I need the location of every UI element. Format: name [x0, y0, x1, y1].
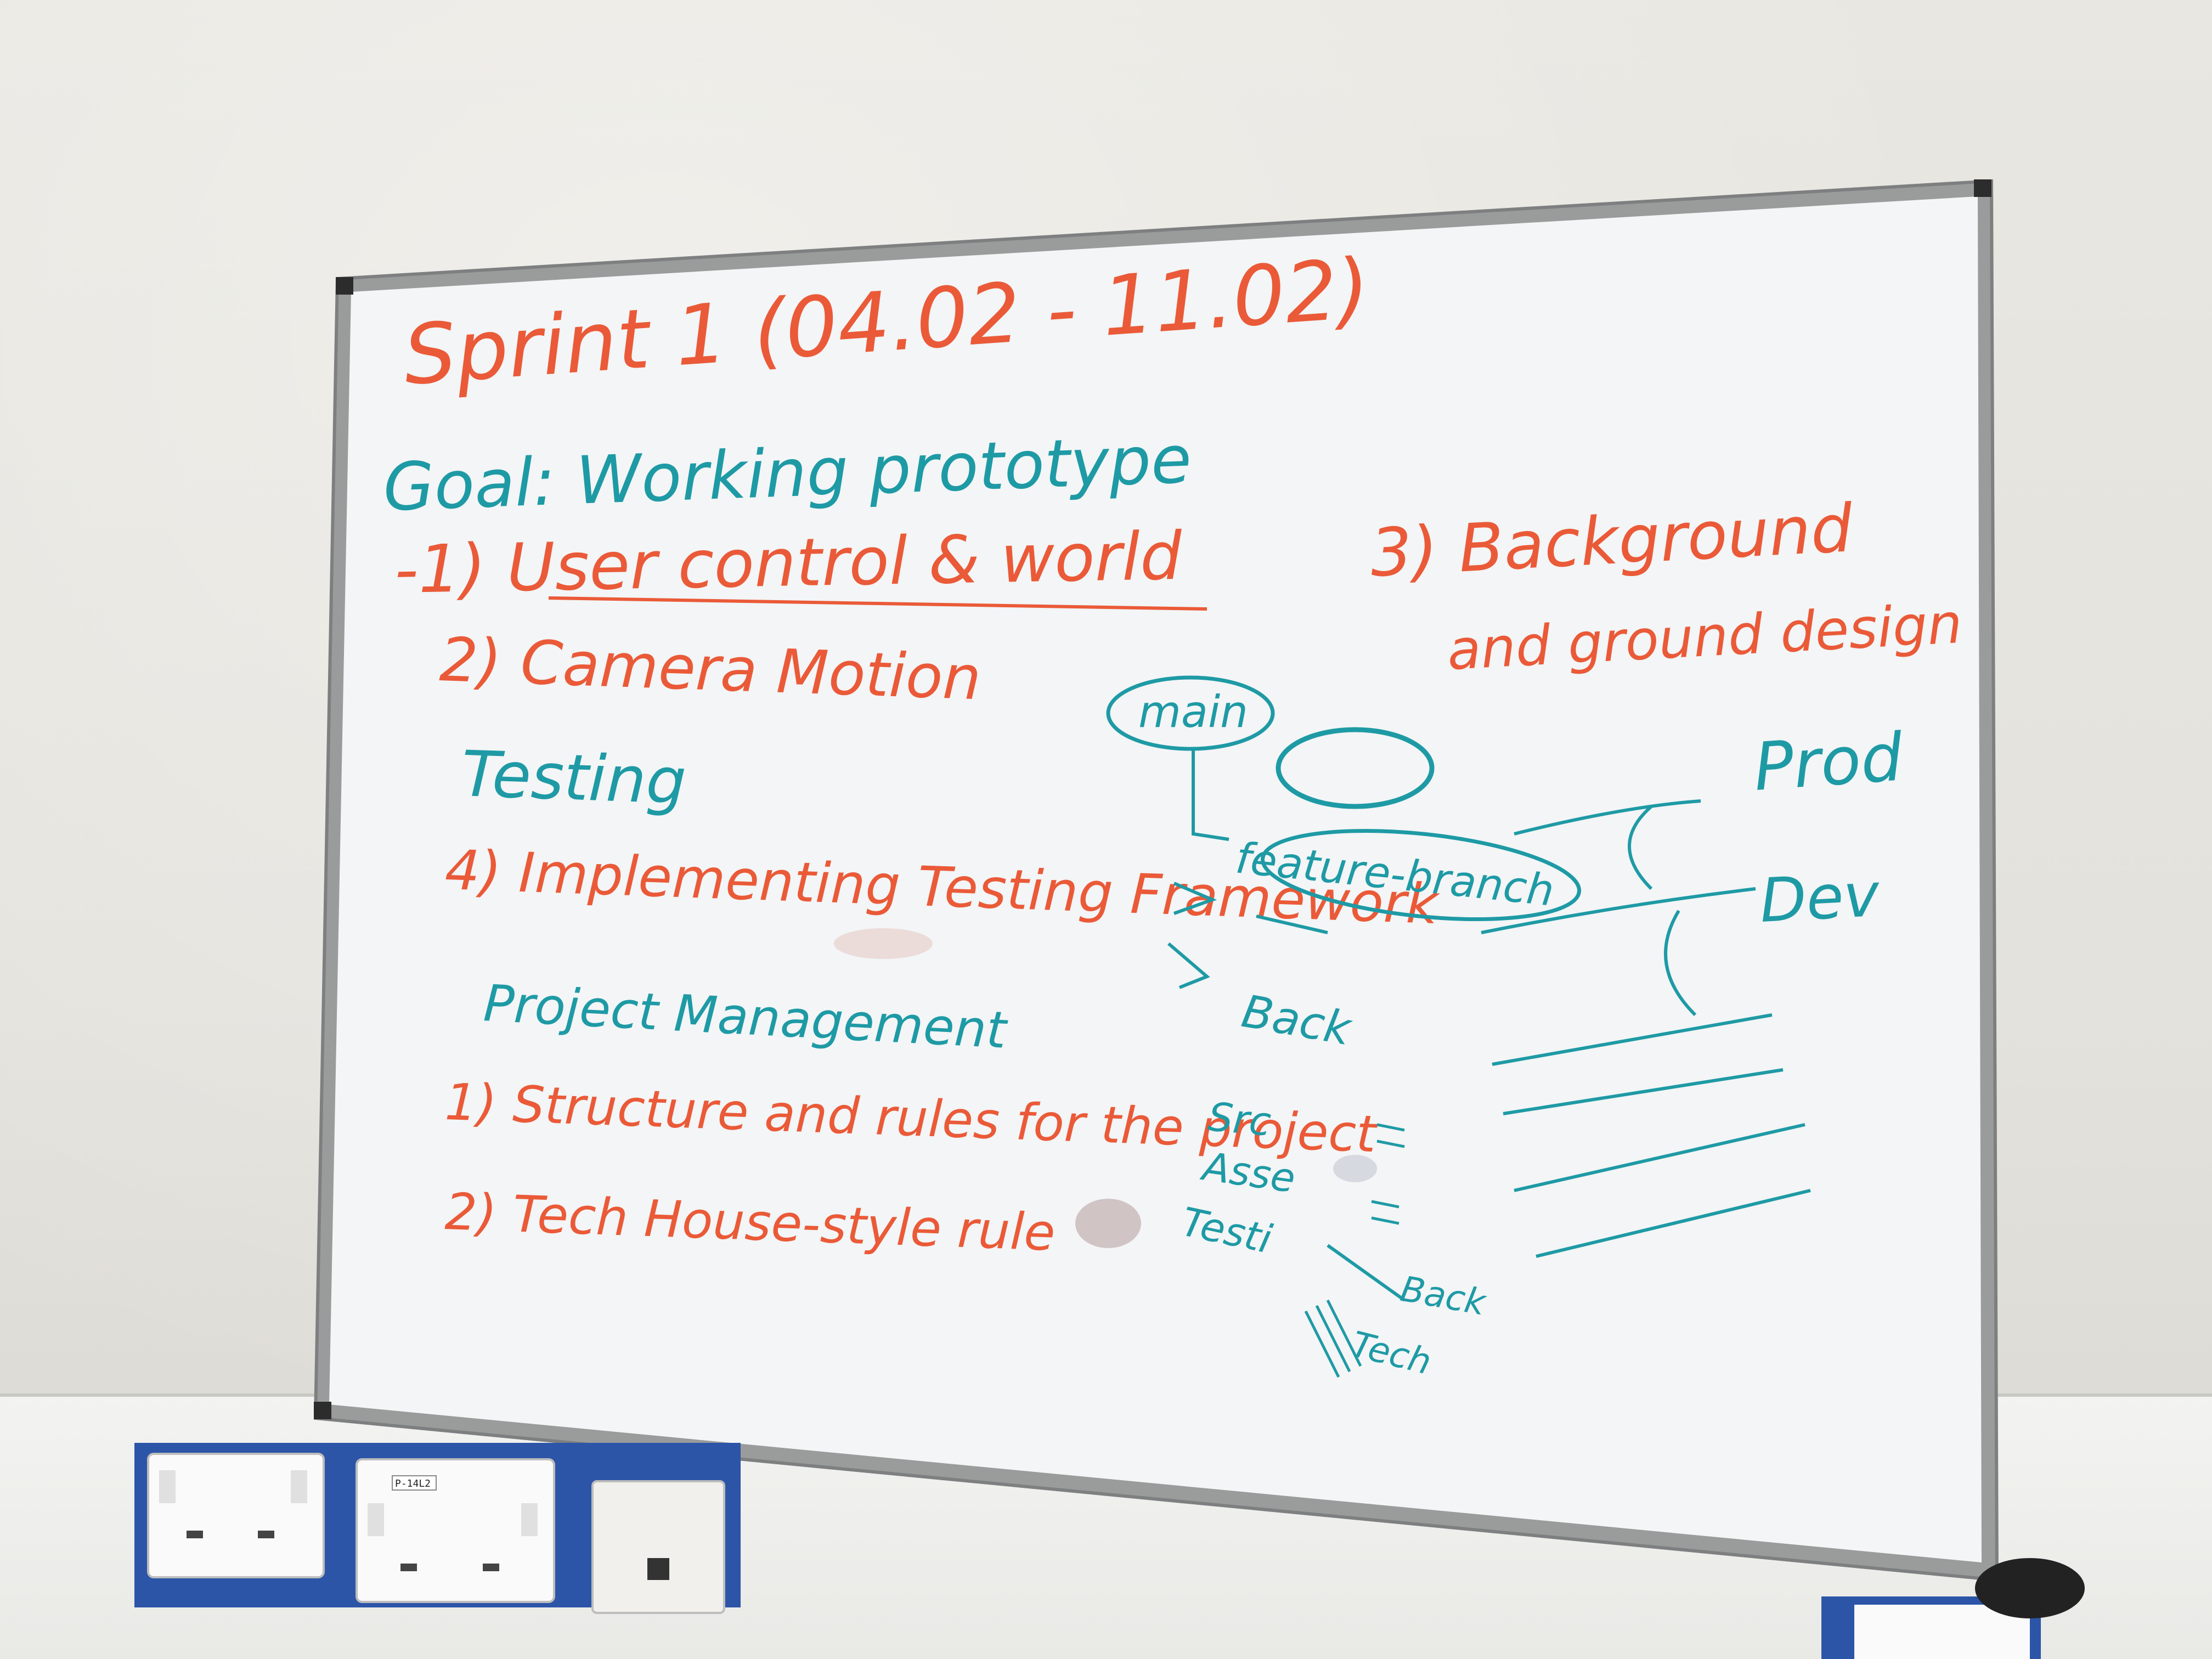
list-line — [1492, 1013, 1773, 1066]
data-faceplate — [591, 1480, 725, 1614]
branch-main: main — [1138, 686, 1248, 737]
frame-corner — [1974, 179, 1991, 197]
branch-dev: Dev — [1758, 860, 1882, 936]
folder-src: Src — [1206, 1093, 1273, 1145]
tree-marks — [1371, 1123, 1405, 1225]
tree-line — [1327, 1244, 1406, 1302]
pin-hole — [187, 1531, 203, 1538]
dash-line — [1256, 915, 1328, 934]
tree-marks — [1304, 1299, 1362, 1378]
arrow-dev-prod — [1628, 805, 1653, 890]
main-ellipse — [1106, 675, 1275, 751]
socket-switch — [159, 1470, 176, 1503]
socket-label-plate — [392, 1475, 437, 1491]
frame-corner — [314, 1402, 331, 1419]
pin-hole — [400, 1564, 417, 1571]
scribble-circle — [1276, 727, 1435, 809]
branch-prod: Prod — [1751, 719, 1905, 806]
frame-corner — [336, 277, 353, 295]
arrow-to-prod — [1514, 799, 1701, 836]
list-line — [1514, 1123, 1805, 1192]
arrow-to-dev — [1481, 887, 1756, 934]
branch-connector — [1192, 749, 1229, 841]
smudge — [1075, 1199, 1141, 1248]
arrow-dev-lower — [1664, 910, 1697, 1017]
underline — [548, 596, 1207, 611]
socket-switch — [521, 1503, 538, 1536]
smudge — [834, 928, 933, 959]
network-port — [647, 1558, 669, 1580]
pin-hole — [258, 1531, 274, 1538]
testing-heading: Testing — [460, 737, 687, 819]
branch-hook-2 — [1167, 942, 1210, 989]
socket-switch — [291, 1470, 307, 1503]
smudge — [1333, 1155, 1377, 1182]
list-line — [1536, 1189, 1811, 1258]
branch-hook-1 — [1173, 882, 1217, 915]
pin-hole — [483, 1564, 499, 1571]
item-user-control: -1) User control & world — [394, 518, 1183, 608]
socket-switch — [368, 1503, 384, 1536]
socket-label: P-14L2 — [395, 1478, 431, 1489]
feature-ellipse — [1260, 828, 1582, 922]
list-line — [1503, 1068, 1784, 1115]
double-socket-left — [147, 1453, 325, 1578]
round-sticker — [1975, 1558, 2085, 1618]
whiteboard-surface — [329, 196, 1982, 1562]
